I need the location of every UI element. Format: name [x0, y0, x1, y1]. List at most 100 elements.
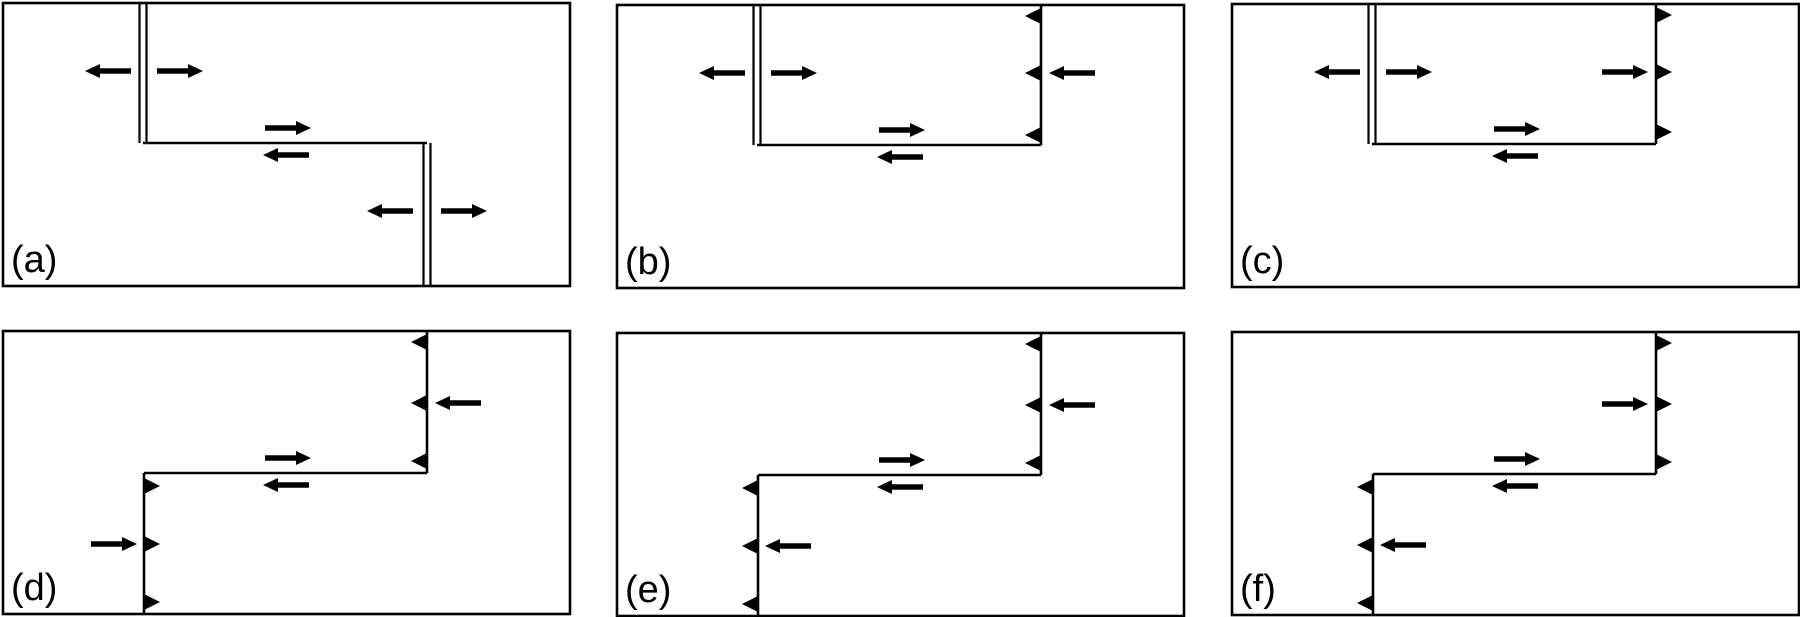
- motion-arrow: [441, 204, 487, 218]
- subduction-tooth: [1656, 124, 1672, 140]
- arrow-head: [1633, 397, 1648, 411]
- arrow-head: [877, 150, 892, 164]
- arrow-head: [699, 66, 714, 80]
- arrow-head: [85, 64, 100, 78]
- subduction-tooth: [1357, 595, 1373, 611]
- arrow-head: [263, 478, 278, 492]
- subduction-trench: [1025, 333, 1043, 475]
- arrow-head: [1380, 538, 1395, 552]
- motion-arrow: [765, 539, 811, 553]
- subduction-trench: [1654, 332, 1672, 474]
- motion-arrow: [85, 64, 131, 78]
- arrow-head: [1049, 398, 1064, 412]
- diagram-panel-f: (f): [1230, 330, 1800, 617]
- motion-arrow: [1049, 398, 1095, 412]
- motion-arrow: [265, 451, 311, 465]
- motion-arrow: [877, 480, 923, 494]
- spreading-ridge: [752, 5, 762, 145]
- arrow-head: [296, 121, 311, 135]
- subduction-tooth: [1656, 7, 1672, 23]
- arrow-head: [910, 453, 925, 467]
- subduction-tooth: [411, 395, 427, 411]
- arrow-head: [1314, 65, 1329, 79]
- arrow-head: [1492, 149, 1507, 163]
- diagram-panel-d: (d): [1, 329, 572, 616]
- panel-label: (a): [11, 239, 57, 281]
- motion-arrow: [1380, 538, 1426, 552]
- arrow-head: [802, 66, 817, 80]
- panel-frame: [1230, 330, 1800, 617]
- subduction-tooth: [742, 538, 758, 554]
- arrow-head: [1492, 479, 1507, 493]
- motion-arrow: [1386, 65, 1432, 79]
- spreading-ridge: [1367, 4, 1377, 144]
- diagram-panel-b: (b): [615, 3, 1186, 290]
- subduction-trench: [1654, 4, 1672, 144]
- arrow-head: [877, 480, 892, 494]
- panel-frame: [615, 331, 1186, 617]
- diagram-panel-a: (a): [1, 1, 572, 288]
- subduction-tooth: [1025, 65, 1041, 81]
- diagram-panel-e: (e): [615, 331, 1186, 617]
- subduction-tooth: [144, 478, 160, 494]
- subduction-trench: [1357, 474, 1375, 615]
- panel-frame: [1, 329, 572, 616]
- diagram-panel-c: (c): [1230, 2, 1800, 289]
- arrow-head: [296, 451, 311, 465]
- arrow-head: [1049, 66, 1064, 80]
- motion-arrow: [879, 453, 925, 467]
- arrow-head: [1525, 452, 1540, 466]
- motion-arrow: [1314, 65, 1360, 79]
- spreading-ridge: [422, 143, 432, 286]
- subduction-tooth: [1656, 335, 1672, 351]
- panel-label: (e): [625, 569, 671, 611]
- panel-frame: [1230, 2, 1800, 289]
- subduction-tooth: [1025, 336, 1041, 352]
- motion-arrow: [1602, 397, 1648, 411]
- motion-arrow: [435, 396, 481, 410]
- subduction-tooth: [1025, 8, 1041, 24]
- subduction-tooth: [1357, 537, 1373, 553]
- subduction-tooth: [144, 594, 160, 610]
- panel-frame: [615, 3, 1186, 290]
- motion-arrow: [1602, 65, 1648, 79]
- motion-arrow: [1494, 452, 1540, 466]
- motion-arrow: [879, 123, 925, 137]
- subduction-tooth: [144, 536, 160, 552]
- panel-label: (b): [625, 241, 671, 283]
- subduction-tooth: [1656, 396, 1672, 412]
- motion-arrow: [91, 537, 137, 551]
- motion-arrow: [157, 64, 203, 78]
- arrow-head: [910, 123, 925, 137]
- panel-label: (d): [11, 567, 57, 609]
- subduction-trench: [742, 475, 760, 616]
- subduction-tooth: [1656, 454, 1672, 470]
- panel-frame: [1, 1, 572, 288]
- arrow-head: [472, 204, 487, 218]
- subduction-trench: [411, 331, 429, 473]
- motion-arrow: [265, 121, 311, 135]
- arrow-head: [367, 204, 382, 218]
- motion-arrow: [771, 66, 817, 80]
- subduction-tooth: [1357, 479, 1373, 495]
- panel-label: (c): [1240, 240, 1284, 282]
- arrow-head: [1417, 65, 1432, 79]
- motion-arrow: [699, 66, 745, 80]
- arrow-head: [435, 396, 450, 410]
- motion-arrow: [1492, 479, 1538, 493]
- arrow-head: [263, 148, 278, 162]
- subduction-tooth: [742, 596, 758, 612]
- subduction-tooth: [1025, 397, 1041, 413]
- motion-arrow: [263, 148, 309, 162]
- arrow-head: [765, 539, 780, 553]
- motion-arrow: [1494, 122, 1540, 136]
- subduction-tooth: [411, 334, 427, 350]
- panel-label: (f): [1240, 568, 1276, 610]
- motion-arrow: [1492, 149, 1538, 163]
- subduction-tooth: [742, 480, 758, 496]
- subduction-trench: [1025, 5, 1043, 145]
- arrow-head: [122, 537, 137, 551]
- spreading-ridge: [138, 3, 148, 143]
- subduction-tooth: [1025, 455, 1041, 471]
